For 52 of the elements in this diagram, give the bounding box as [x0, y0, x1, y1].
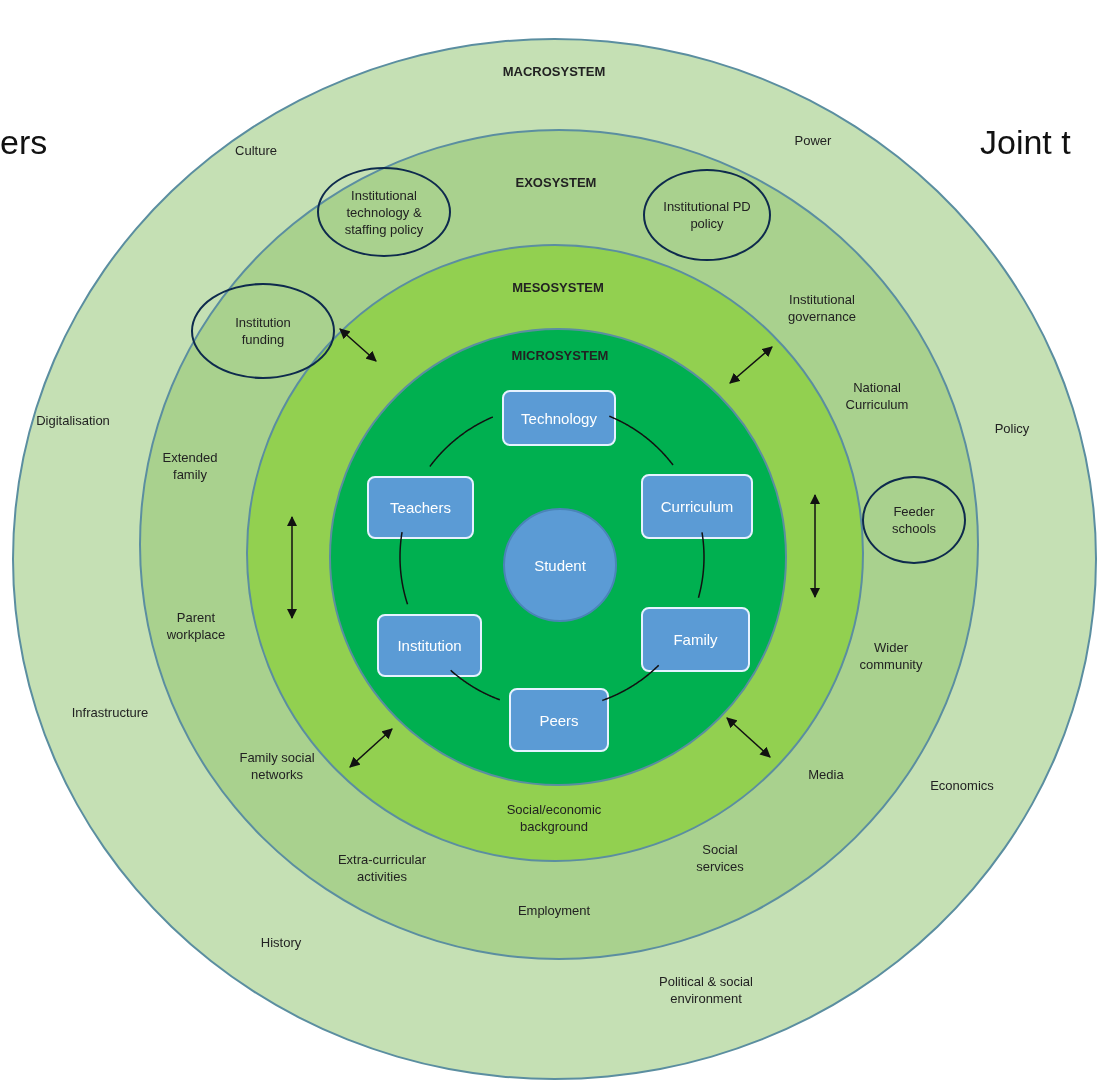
connector-arc — [429, 416, 494, 468]
factor-label: Curriculum — [660, 498, 734, 515]
factor-label: Parent workplace — [165, 609, 227, 643]
factor-label: Infrastructure — [70, 703, 150, 721]
factor-label: Culture — [234, 141, 278, 159]
factor-label: Institution — [397, 637, 462, 654]
factor-label: Power — [793, 131, 833, 149]
factor-label: Extended family — [161, 449, 219, 483]
factor-label: Family social networks — [238, 749, 316, 783]
ring-title: MESOSYSTEM — [511, 279, 605, 296]
factor-label: Social/economic background — [505, 801, 603, 835]
factor-label: Digitalisation — [35, 411, 111, 429]
factor-label: Media — [807, 765, 845, 783]
factor-label: Institutional governance — [787, 291, 857, 325]
factor-label: Institutional technology & staffing policy — [343, 186, 425, 238]
factor-label: Political & social environment — [658, 972, 754, 1007]
connector-arc — [608, 415, 674, 466]
cut-off-heading: Joint t — [980, 122, 1071, 162]
connector-arc — [449, 669, 501, 701]
factor-label: Institution funding — [234, 314, 292, 348]
factor-label: Technology — [521, 409, 597, 427]
factor-label: Employment — [516, 901, 592, 919]
factor-label: Feeder schools — [890, 503, 938, 537]
factor-label: Extra-curricular activities — [336, 851, 428, 885]
factor-label: Family — [673, 631, 718, 648]
factor-box — [641, 474, 753, 539]
factor-label: Student — [534, 556, 586, 574]
factor-box — [502, 390, 616, 446]
factor-box — [509, 688, 609, 752]
factor-label: Peers — [539, 711, 579, 729]
circled-factor — [317, 167, 451, 257]
factor-label: Teachers — [390, 499, 451, 516]
circled-factor — [191, 283, 335, 379]
factor-label: Wider community — [858, 639, 924, 673]
ring-title: EXOSYSTEM — [514, 174, 598, 191]
factor-label: Social services — [695, 841, 745, 875]
connector-arc — [697, 531, 705, 599]
circled-factor — [862, 476, 966, 564]
connector-arc — [601, 664, 660, 702]
factor-label: Economics — [929, 776, 995, 794]
cut-off-heading: ers — [0, 122, 48, 162]
circled-factor — [643, 169, 771, 261]
factor-label: National Curriculum — [844, 379, 910, 413]
factor-label: History — [259, 933, 303, 951]
factor-box — [367, 476, 474, 539]
factor-box — [377, 614, 482, 677]
factor-box — [641, 607, 750, 672]
factor-label: Policy — [993, 419, 1031, 437]
ring-title: MICROSYSTEM — [510, 347, 610, 364]
connector-arc — [399, 531, 409, 606]
factor-label: Institutional PD policy — [662, 198, 752, 232]
ring-title: MACROSYSTEM — [501, 63, 607, 80]
